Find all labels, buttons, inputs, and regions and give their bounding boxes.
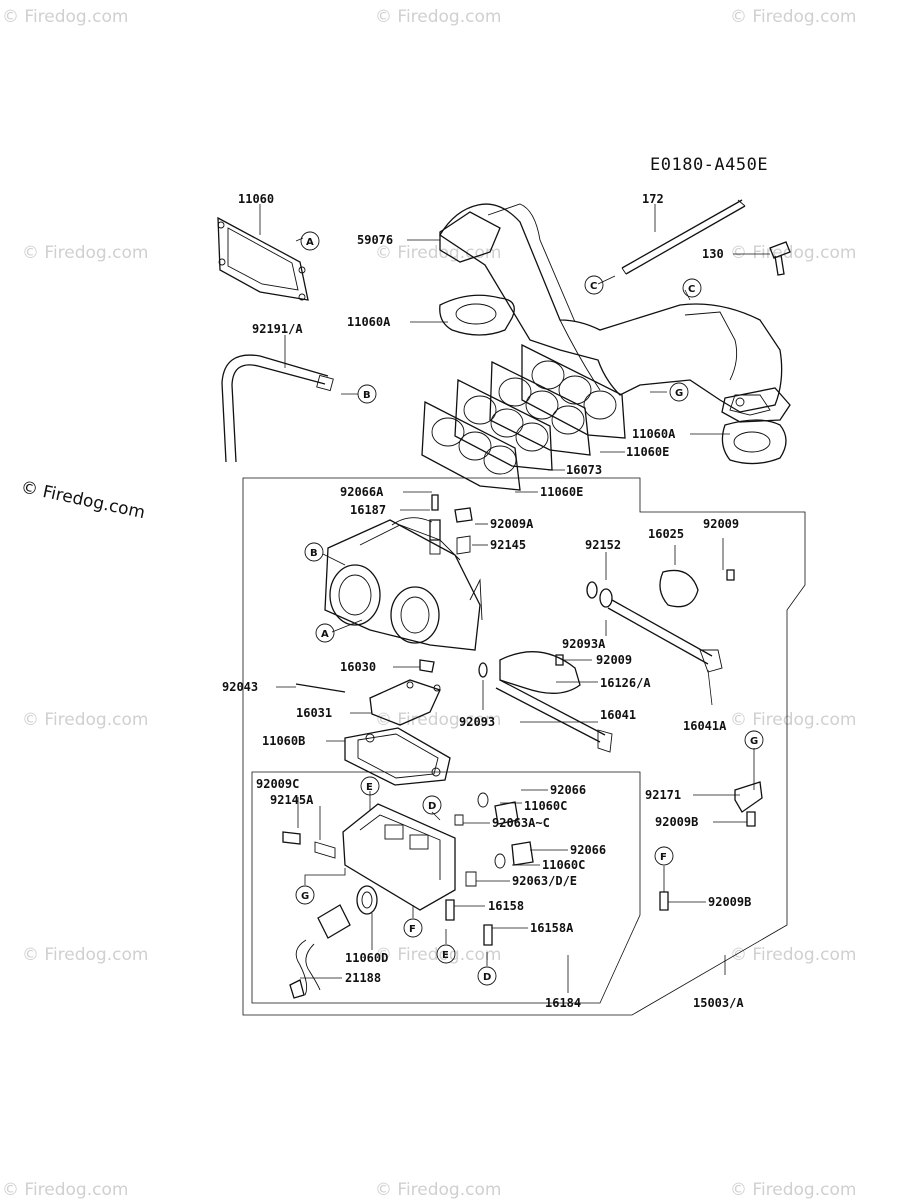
leader-lines <box>259 204 770 993</box>
part-label: 16158 <box>488 899 524 913</box>
watermark: © Firedog.com <box>375 1180 501 1200</box>
part-label: 92145 <box>490 538 526 552</box>
part-label: 16158A <box>530 921 574 935</box>
watermarks: © Firedog.com © Firedog.com © Firedog.co… <box>2 7 856 1200</box>
part-label: 92009A <box>490 517 534 531</box>
watermark: © Firedog.com <box>730 710 856 730</box>
callout-label: D <box>428 801 436 812</box>
part-label: 92009 <box>596 653 632 667</box>
part-label: 11060E <box>540 485 583 499</box>
watermark: © Firedog.com <box>730 7 856 27</box>
part-label: 11060A <box>632 427 676 441</box>
part-label: 92063/D/E <box>512 874 577 888</box>
diagram-code: E0180-A450E <box>650 155 768 175</box>
callout-label: F <box>660 852 667 863</box>
callout-label: C <box>590 281 597 292</box>
callout-label: G <box>301 891 309 902</box>
float-bowl <box>282 792 534 999</box>
callout-label: D <box>483 972 491 983</box>
part-label: 11060B <box>262 734 305 748</box>
part-label: 130 <box>702 247 724 261</box>
watermark: © Firedog.com <box>730 243 856 263</box>
assembly-frame <box>242 477 806 1016</box>
part-label: 59076 <box>357 233 393 247</box>
callout-label: F <box>409 924 416 935</box>
watermark: © Firedog.com <box>375 7 501 27</box>
part-label: 92066 <box>550 783 586 797</box>
part-label: 11060E <box>626 445 669 459</box>
part-label: 16030 <box>340 660 376 674</box>
carburetor <box>295 494 735 786</box>
part-label: 16041A <box>683 719 727 733</box>
part-label: 16025 <box>648 527 684 541</box>
part-label: 92009C <box>256 777 299 791</box>
part-label: 92009B <box>708 895 751 909</box>
watermark: © Firedog.com <box>375 710 501 730</box>
callout-label: C <box>688 284 695 295</box>
part-label: 16184 <box>545 996 581 1010</box>
part-label: 92043 <box>222 680 258 694</box>
part-label: 16041 <box>600 708 636 722</box>
part-label: 11060C <box>542 858 585 872</box>
callout-label: E <box>442 950 449 961</box>
part-label: 11060D <box>345 951 388 965</box>
callout-label: G <box>750 736 758 747</box>
callout-label: A <box>321 629 329 640</box>
part-label: 92009B <box>655 815 698 829</box>
part-label: 92009 <box>703 517 739 531</box>
part-label: 11060 <box>238 192 274 206</box>
part-label: 92145A <box>270 793 314 807</box>
callouts: A B C C G B A G E D G F F E D <box>295 231 764 986</box>
part-label: 92093A <box>562 637 606 651</box>
part-label: 21188 <box>345 971 381 985</box>
part-label: 172 <box>642 192 664 206</box>
watermark: © Firedog.com <box>730 1180 856 1200</box>
watermark: © Firedog.com <box>730 945 856 965</box>
part-label: 92191/A <box>252 322 303 336</box>
part-label: 15003/A <box>693 996 744 1010</box>
side-watermark: © Firedog.com <box>19 477 147 523</box>
part-label: 92066A <box>340 485 384 499</box>
part-labels: 11060 172 59076 130 11060A 92191/A 11060… <box>222 192 751 1010</box>
part-label: 16073 <box>566 463 602 477</box>
part-label: 92093 <box>459 715 495 729</box>
callout-label: B <box>363 390 371 401</box>
part-label: 16126/A <box>600 676 651 690</box>
part-label: 11060A <box>347 315 391 329</box>
upper-assembly <box>217 199 791 491</box>
part-label: 16031 <box>296 706 332 720</box>
part-label: 11060C <box>524 799 567 813</box>
part-label: 16187 <box>350 503 386 517</box>
part-label: 92063A~C <box>492 816 550 830</box>
callout-label: A <box>306 237 314 248</box>
watermark: © Firedog.com <box>22 945 148 965</box>
watermark: © Firedog.com <box>375 243 501 263</box>
part-label: 92066 <box>570 843 606 857</box>
subassembly-frame <box>251 771 641 1004</box>
watermark: © Firedog.com <box>2 1180 128 1200</box>
watermark: © Firedog.com <box>375 945 501 965</box>
part-label: 92152 <box>585 538 621 552</box>
watermark: © Firedog.com <box>22 710 148 730</box>
callout-label: E <box>366 782 373 793</box>
callout-label: G <box>675 388 683 399</box>
watermark: © Firedog.com <box>22 243 148 263</box>
part-label: 92171 <box>645 788 681 802</box>
callout-label: B <box>310 548 318 559</box>
bracket-92171 <box>734 781 763 813</box>
watermark: © Firedog.com <box>2 7 128 27</box>
